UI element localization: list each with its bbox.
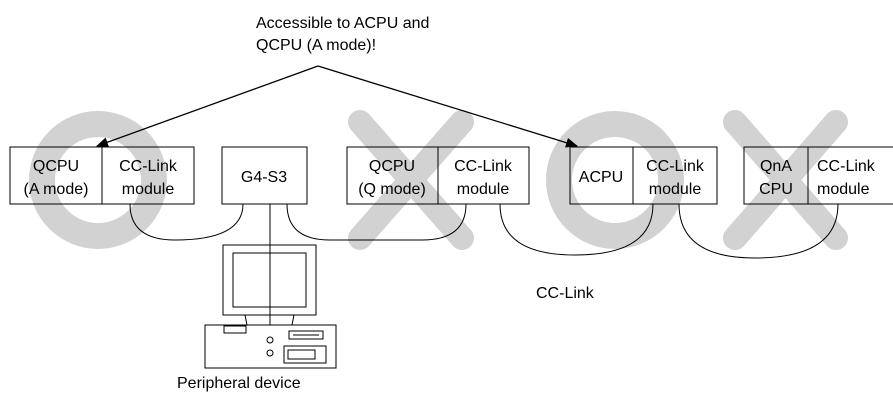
arrow-to-acpu xyxy=(317,65,578,148)
drive-bay-2-inner xyxy=(287,349,316,360)
callout-line-1: Accessible to ACPU and xyxy=(256,15,429,32)
drive-bay-1 xyxy=(288,330,324,340)
cclink-module-box xyxy=(437,146,530,205)
cable-segment xyxy=(499,203,654,256)
module-label: CC-Link xyxy=(817,158,876,175)
cpu-label: QCPU xyxy=(369,158,415,175)
accessible-marker-2 xyxy=(546,111,684,249)
module-label: CC-Link xyxy=(646,158,705,175)
station-acpu: ACPU CC-Link module xyxy=(569,146,718,205)
inaccessible-marker-1 xyxy=(348,110,474,250)
g4-s3-label: G4-S3 xyxy=(241,169,287,186)
cclink-module-box xyxy=(101,146,195,205)
cable-segment xyxy=(129,203,244,241)
g4-s3-box xyxy=(221,146,308,205)
cpu-label: CPU xyxy=(759,181,793,198)
peripheral-device-icon xyxy=(204,244,337,369)
cpu-label: QnA xyxy=(760,158,792,175)
drive-bay-2 xyxy=(283,345,327,364)
cpu-label: (Q mode) xyxy=(358,181,426,198)
monitor-outer xyxy=(222,244,317,316)
module-label: CC-Link xyxy=(454,158,513,175)
station-qna-cpu: QnA CPU CC-Link module xyxy=(743,146,893,205)
cpu-label: QCPU xyxy=(33,158,79,175)
cclink-module-box xyxy=(632,146,718,205)
floppy-slot xyxy=(223,325,247,334)
cable-segment xyxy=(286,203,467,241)
station-qcpu-q-mode: QCPU (Q mode) CC-Link module xyxy=(346,146,530,205)
peripheral-device-label: Peripheral device xyxy=(177,375,301,392)
module-label: module xyxy=(817,181,870,198)
cpu-label: (A mode) xyxy=(24,181,89,198)
cclink-cables xyxy=(129,203,839,259)
arrow-to-qcpu-a-mode xyxy=(96,65,319,147)
module-label: module xyxy=(457,181,510,198)
callout-line-2: QCPU (A mode)! xyxy=(256,37,376,54)
station-qcpu-a-mode: QCPU (A mode) CC-Link module xyxy=(9,146,195,205)
cable-segment xyxy=(678,203,839,259)
inaccessible-marker-2 xyxy=(723,110,848,250)
cpu-label: ACPU xyxy=(579,169,623,186)
module-label: CC-Link xyxy=(119,158,178,175)
module-label: module xyxy=(122,181,175,198)
monitor-screen xyxy=(232,252,307,308)
g4-s3-unit: G4-S3 xyxy=(221,146,308,205)
cclink-network-label: CC-Link xyxy=(536,285,595,302)
cclink-module-box xyxy=(807,146,893,205)
accessible-marker-1 xyxy=(29,111,167,249)
module-label: module xyxy=(649,181,702,198)
pc-case xyxy=(204,324,337,369)
